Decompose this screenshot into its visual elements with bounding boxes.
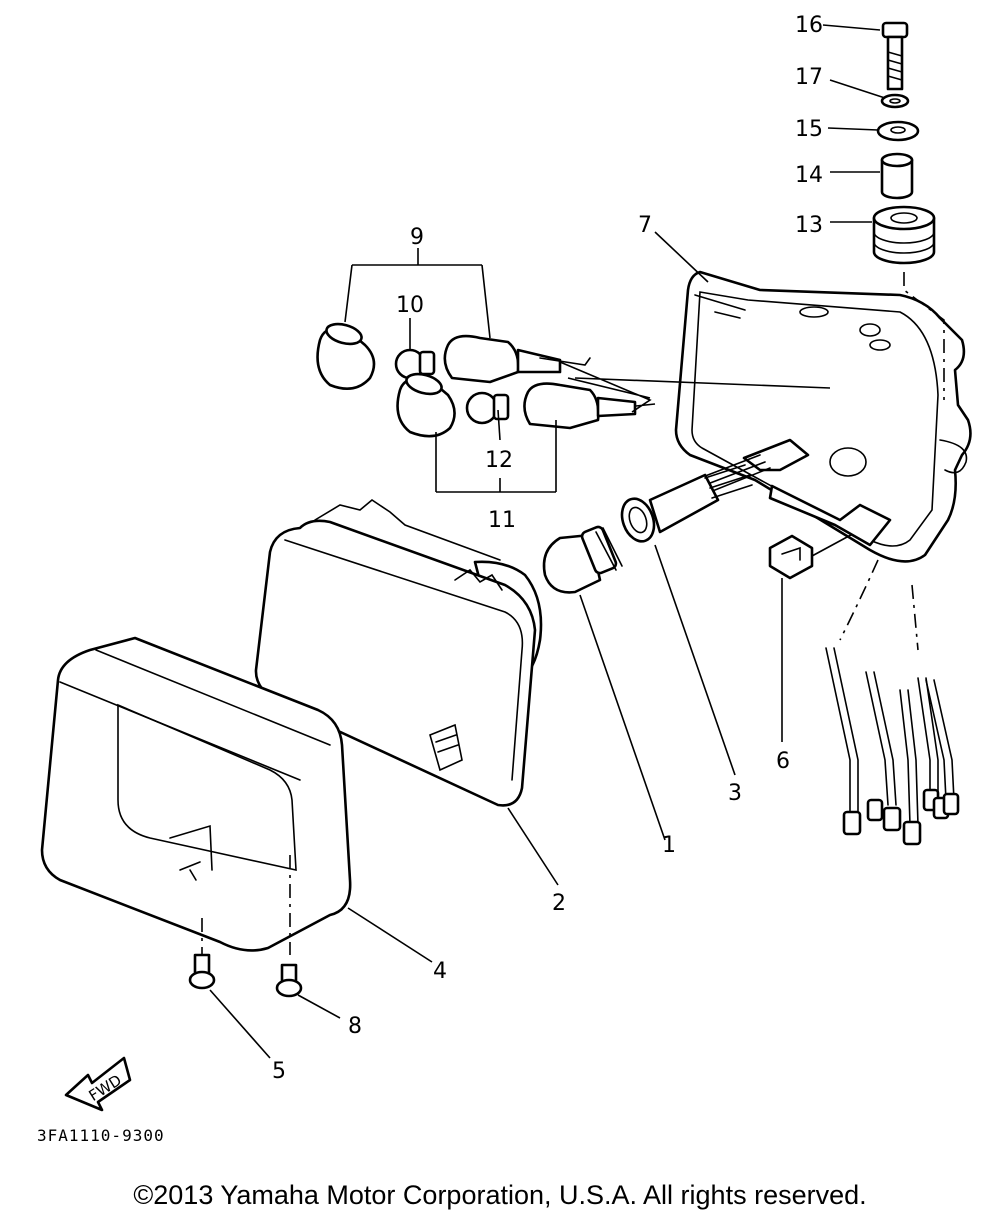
- part-6-clip-nut: [768, 534, 814, 580]
- callout-5: 5: [272, 1059, 286, 1084]
- callout-16: 16: [795, 13, 823, 38]
- copyright-notice: ©2013 Yamaha Motor Corporation, U.S.A. A…: [133, 1180, 867, 1210]
- leader-lines: [209, 24, 886, 1059]
- part-15-washer: [876, 120, 920, 142]
- socket-bracket: [699, 438, 892, 547]
- callout-numbers: 16 17 15 14 13 7 9 10 12 11 1 2 3 6 4 8 …: [272, 13, 823, 1084]
- callout-17: 17: [795, 65, 823, 90]
- part-4-headlight-rim: [40, 636, 352, 955]
- part-2-headlight-unit: [254, 499, 543, 807]
- diagram-code: 3FA1110-9300: [37, 1126, 165, 1145]
- callout-10: 10: [396, 293, 424, 318]
- callout-4: 4: [433, 959, 447, 984]
- callout-9: 9: [410, 225, 424, 250]
- callout-13: 13: [795, 213, 823, 238]
- callout-7: 7: [638, 213, 652, 238]
- fwd-arrow-icon: FWD: [64, 1056, 132, 1112]
- part-3-bulb-socket: [620, 464, 753, 543]
- part-12-small-bulb: [465, 391, 510, 425]
- callout-11: 11: [488, 508, 516, 533]
- wire-harness: [825, 559, 960, 846]
- callout-15: 15: [795, 117, 823, 142]
- part-14-collar: [880, 152, 914, 200]
- lamp-wire-lines: [559, 361, 831, 413]
- callout-2: 2: [552, 891, 566, 916]
- callout-1: 1: [662, 833, 676, 858]
- part-11-position-lamp-assembly: [396, 372, 637, 438]
- callout-3: 3: [728, 781, 742, 806]
- callout-12: 12: [485, 448, 513, 473]
- part-13-grommet: [872, 205, 936, 265]
- part-16-bolt: [881, 21, 909, 91]
- part-9-position-lamp-assembly: [316, 322, 591, 390]
- part-17-spring-washer: [880, 93, 910, 109]
- callout-14: 14: [795, 163, 823, 188]
- part-7-headlight-housing: [674, 270, 972, 563]
- callout-8: 8: [348, 1014, 362, 1039]
- part-1-headlight-bulb: [542, 525, 623, 594]
- part-8-screw: [275, 963, 303, 998]
- callout-6: 6: [776, 749, 790, 774]
- part-5-screw: [188, 953, 216, 990]
